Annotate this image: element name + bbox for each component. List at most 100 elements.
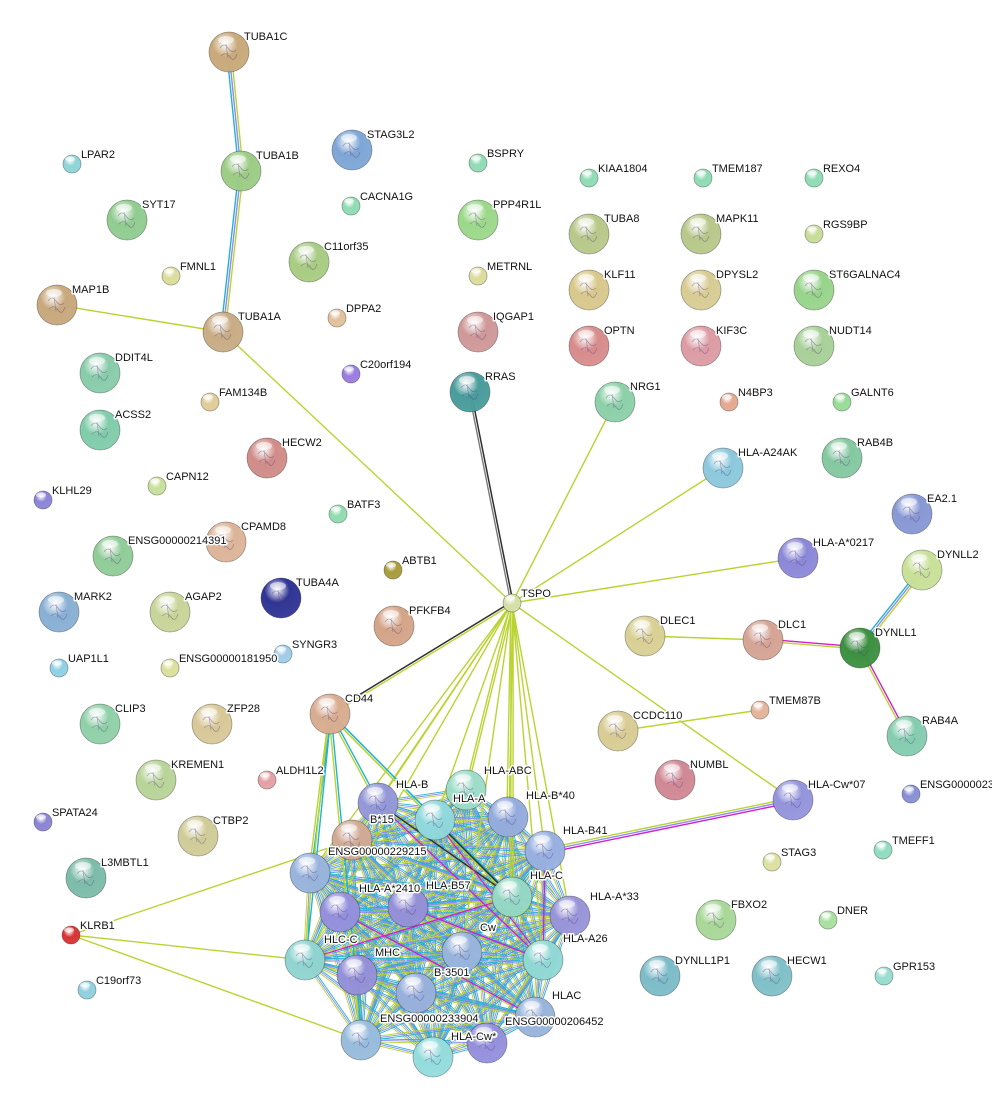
node-bubble[interactable] bbox=[549, 895, 591, 937]
node-bubble[interactable] bbox=[522, 939, 564, 981]
node-TUBA4A[interactable] bbox=[260, 577, 302, 619]
node-bubble[interactable] bbox=[821, 437, 863, 479]
node-C19orf73[interactable] bbox=[77, 980, 97, 1000]
node-N4BP3[interactable] bbox=[719, 392, 739, 412]
node-bubble[interactable] bbox=[284, 939, 326, 981]
node-bubble[interactable] bbox=[445, 769, 487, 811]
node-bubble[interactable] bbox=[654, 759, 696, 801]
node-BATF3[interactable] bbox=[328, 504, 348, 524]
node-CLIP3[interactable] bbox=[79, 703, 121, 745]
node-bubble[interactable] bbox=[79, 409, 121, 451]
node-RRAS[interactable] bbox=[449, 371, 491, 413]
node-bubble[interactable] bbox=[457, 311, 499, 353]
node-bubble[interactable] bbox=[772, 779, 814, 821]
node-bubble[interactable] bbox=[260, 577, 302, 619]
node-HLA-A*0217[interactable] bbox=[777, 537, 819, 579]
node-MHC[interactable] bbox=[336, 954, 378, 996]
node-CPAMD8[interactable] bbox=[205, 521, 247, 563]
node-EA2.1[interactable] bbox=[891, 493, 933, 535]
node-KIF3C[interactable] bbox=[680, 325, 722, 367]
node-GALNT6[interactable] bbox=[832, 392, 852, 412]
node-bubble[interactable] bbox=[92, 535, 134, 577]
node-MARK2[interactable] bbox=[38, 591, 80, 633]
node-FBXO2[interactable] bbox=[695, 899, 737, 941]
node-bubble[interactable] bbox=[742, 619, 784, 661]
node-bubble[interactable] bbox=[205, 521, 247, 563]
node-TUBA1B[interactable] bbox=[220, 150, 262, 192]
node-bubble[interactable] bbox=[336, 954, 378, 996]
node-NUDT14[interactable] bbox=[793, 325, 835, 367]
node-TMEM87B[interactable] bbox=[750, 700, 770, 720]
node-KLF11[interactable] bbox=[568, 269, 610, 311]
node-REXO4[interactable] bbox=[804, 168, 824, 188]
node-bubble[interactable] bbox=[491, 876, 533, 918]
node-bubble[interactable] bbox=[793, 325, 835, 367]
node-PFKFB4[interactable] bbox=[373, 605, 415, 647]
node-DNER[interactable] bbox=[818, 910, 838, 930]
node-bubble[interactable] bbox=[412, 1036, 454, 1078]
node-AGAP2[interactable] bbox=[149, 591, 191, 633]
node-bubble[interactable] bbox=[457, 199, 499, 241]
node-HLA-B[interactable] bbox=[357, 782, 399, 824]
node-DPPA2[interactable] bbox=[327, 308, 347, 328]
node-HLA-Cw*07[interactable] bbox=[772, 779, 814, 821]
node-bubble[interactable] bbox=[309, 693, 351, 735]
node-HLA-A*33[interactable] bbox=[549, 895, 591, 937]
node-SYNGR3[interactable] bbox=[273, 644, 293, 664]
node-bubble[interactable] bbox=[466, 1022, 508, 1064]
node-HLA-A[interactable] bbox=[414, 799, 456, 841]
node-bubble[interactable] bbox=[441, 931, 483, 973]
node-bubble[interactable] bbox=[65, 857, 107, 899]
node-bubble[interactable] bbox=[79, 703, 121, 745]
node-NRG1[interactable] bbox=[594, 381, 636, 423]
node-bubble[interactable] bbox=[751, 955, 793, 997]
node-HLA-B41[interactable] bbox=[524, 830, 566, 872]
node-bubble[interactable] bbox=[639, 955, 681, 997]
node-bubble[interactable] bbox=[331, 819, 373, 861]
node-ABTB1[interactable] bbox=[383, 560, 403, 580]
node-bubble[interactable] bbox=[568, 213, 610, 255]
node-bubble[interactable] bbox=[289, 852, 331, 894]
node-RAB4B[interactable] bbox=[821, 437, 863, 479]
node-ST6GALNAC4[interactable] bbox=[793, 269, 835, 311]
node-DPYSL2[interactable] bbox=[680, 269, 722, 311]
node-bubble[interactable] bbox=[449, 371, 491, 413]
node-HLA-Cw*[interactable] bbox=[412, 1036, 454, 1078]
node-bubble[interactable] bbox=[514, 996, 556, 1038]
node-bubble[interactable] bbox=[208, 31, 250, 73]
node-B*15[interactable] bbox=[331, 819, 373, 861]
node-METRNL[interactable] bbox=[468, 266, 488, 286]
node-MAPK11[interactable] bbox=[680, 213, 722, 255]
node-KLRB1[interactable] bbox=[61, 925, 81, 945]
node-bubble[interactable] bbox=[793, 269, 835, 311]
node-Cw[interactable] bbox=[441, 931, 483, 973]
node-MAP1B[interactable] bbox=[36, 284, 78, 326]
node-bubble[interactable] bbox=[220, 150, 262, 192]
node-bubble[interactable] bbox=[568, 269, 610, 311]
node-HLC-C[interactable] bbox=[284, 939, 326, 981]
node-bubble[interactable] bbox=[702, 447, 744, 489]
node-bubble[interactable] bbox=[568, 325, 610, 367]
node-HLA-A24AK[interactable] bbox=[702, 447, 744, 489]
node-bubble[interactable] bbox=[387, 886, 429, 928]
node-ENSG00000206452[interactable] bbox=[466, 1022, 508, 1064]
node-bubble[interactable] bbox=[594, 381, 636, 423]
node-B-3501[interactable] bbox=[395, 972, 437, 1014]
node-HLA-C[interactable] bbox=[491, 876, 533, 918]
node-HLA-B*40[interactable] bbox=[487, 796, 529, 838]
node-OPTN[interactable] bbox=[568, 325, 610, 367]
node-TMEM187[interactable] bbox=[693, 168, 713, 188]
node-ENSG00000214391[interactable] bbox=[92, 535, 134, 577]
node-bubble[interactable] bbox=[288, 241, 330, 283]
node-HLA-A26[interactable] bbox=[522, 939, 564, 981]
node-bubble[interactable] bbox=[373, 605, 415, 647]
node-GPR153[interactable] bbox=[874, 966, 894, 986]
node-FMNL1[interactable] bbox=[161, 266, 181, 286]
node-bubble[interactable] bbox=[886, 715, 928, 757]
node-HLA-ABC[interactable] bbox=[445, 769, 487, 811]
node-bubble[interactable] bbox=[177, 815, 219, 857]
node-STAG3[interactable] bbox=[762, 852, 782, 872]
node-DYNLL1P1[interactable] bbox=[639, 955, 681, 997]
node-STAG3L2[interactable] bbox=[331, 129, 373, 171]
